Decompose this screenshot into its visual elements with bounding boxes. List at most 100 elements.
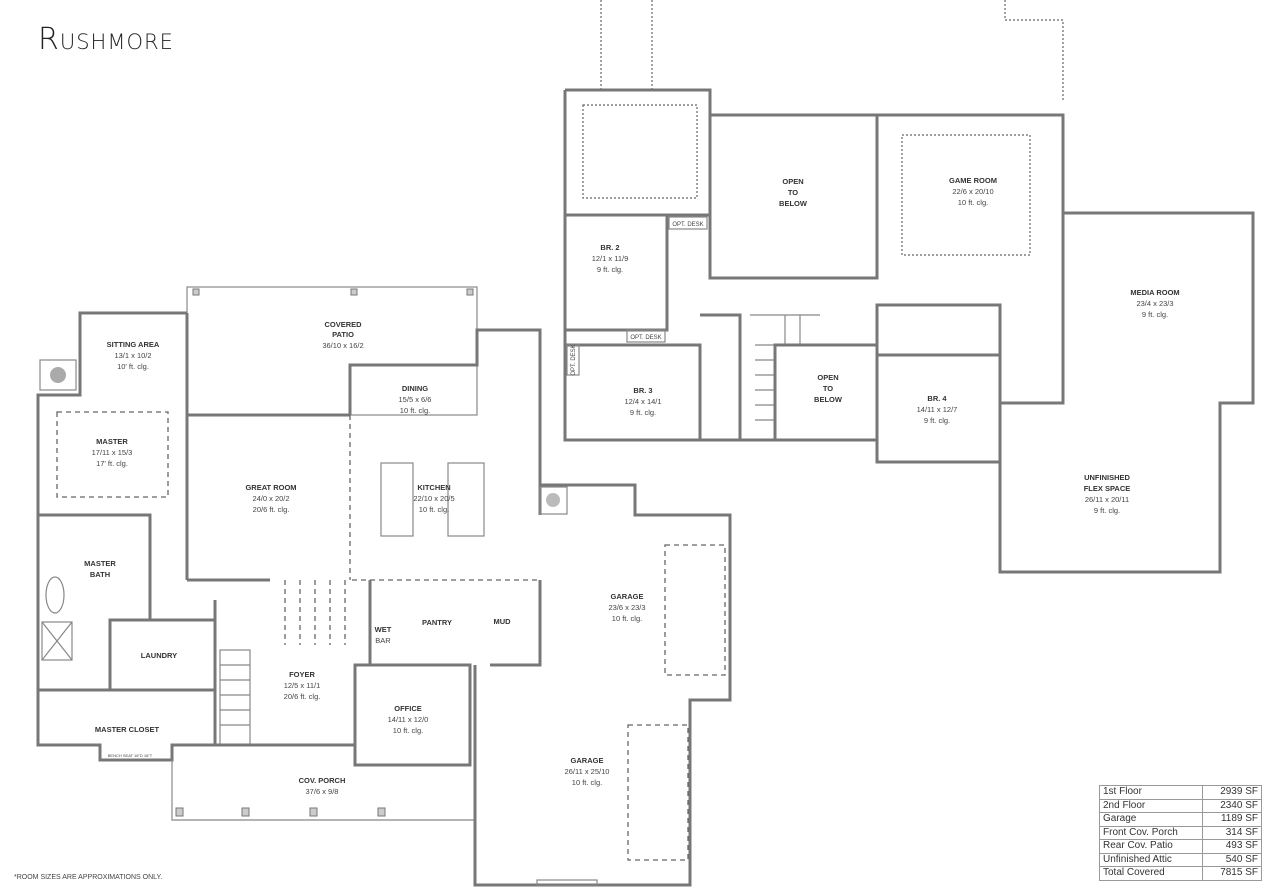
svg-text:37/6 x 9/8: 37/6 x 9/8	[306, 787, 339, 796]
svg-text:DINING: DINING	[402, 384, 428, 393]
svg-text:BR. 2: BR. 2	[600, 243, 619, 252]
opt-desk-label: OPT. DESK	[571, 344, 577, 375]
room-game-room: GAME ROOM 22/6 x 20/10 10 ft. clg.	[949, 176, 997, 207]
svg-text:10 ft. clg.: 10 ft. clg.	[400, 406, 430, 415]
svg-text:23/4 x 23/3: 23/4 x 23/3	[1136, 299, 1173, 308]
svg-text:GAME ROOM: GAME ROOM	[949, 176, 997, 185]
svg-text:LAUNDRY: LAUNDRY	[141, 651, 177, 660]
svg-text:SITTING AREA: SITTING AREA	[107, 340, 160, 349]
svg-text:17/11 x 15/3: 17/11 x 15/3	[92, 448, 133, 457]
svg-text:KITCHEN: KITCHEN	[417, 483, 450, 492]
svg-text:GREAT ROOM: GREAT ROOM	[245, 483, 296, 492]
svg-text:20/6 ft. clg.: 20/6 ft. clg.	[284, 692, 321, 701]
svg-text:PATIO: PATIO	[332, 330, 354, 339]
svg-text:9 ft. clg.: 9 ft. clg.	[1094, 506, 1120, 515]
svg-text:BR. 3: BR. 3	[633, 386, 652, 395]
svg-text:TO: TO	[823, 384, 833, 393]
svg-text:9 ft. clg.: 9 ft. clg.	[924, 416, 950, 425]
svg-text:12/1 x 11/9: 12/1 x 11/9	[592, 254, 629, 263]
room-dining: DINING 15/5 x 6/6 10 ft. clg.	[399, 384, 432, 415]
svg-text:9 ft. clg.: 9 ft. clg.	[630, 408, 656, 417]
svg-text:10 ft. clg.: 10 ft. clg.	[958, 198, 988, 207]
svg-text:UNFINISHED: UNFINISHED	[1084, 473, 1130, 482]
first-floor-walls	[36, 286, 732, 887]
svg-text:10' ft. clg.: 10' ft. clg.	[117, 362, 149, 371]
svg-text:10 ft. clg.: 10 ft. clg.	[393, 726, 423, 735]
plan-title: Rushmore	[38, 22, 174, 57]
opt-desk-label: OPT. DESK	[672, 222, 703, 228]
room-garage-2: GARAGE 26/11 x 25/10 10 ft. clg.	[565, 756, 610, 787]
svg-text:9 ft. clg.: 9 ft. clg.	[597, 265, 623, 274]
svg-text:12/5 x 11/1: 12/5 x 11/1	[284, 681, 321, 690]
svg-text:GARAGE: GARAGE	[611, 592, 644, 601]
svg-text:10 ft. clg.: 10 ft. clg.	[419, 505, 449, 514]
second-floor-walls	[563, 0, 1255, 574]
svg-text:14/11 x 12/0: 14/11 x 12/0	[388, 715, 429, 724]
disclaimer-note: *ROOM SIZES ARE APPROXIMATIONS ONLY.	[14, 874, 163, 881]
svg-text:17' ft. clg.: 17' ft. clg.	[96, 459, 128, 468]
room-foyer: FOYER 12/5 x 11/1 20/6 ft. clg.	[284, 670, 321, 701]
svg-text:26/11 x 20/11: 26/11 x 20/11	[1085, 495, 1129, 504]
svg-text:BELOW: BELOW	[814, 395, 843, 404]
svg-text:COV. PORCH: COV. PORCH	[299, 776, 346, 785]
room-open-to-below-1: OPEN TO BELOW	[779, 177, 808, 208]
svg-text:WET: WET	[375, 625, 392, 634]
svg-text:13/1 x 10/2: 13/1 x 10/2	[114, 351, 151, 360]
room-media-room: MEDIA ROOM 23/4 x 23/3 9 ft. clg.	[1130, 288, 1179, 319]
svg-text:15/5 x 6/6: 15/5 x 6/6	[399, 395, 432, 404]
svg-text:10 ft. clg.: 10 ft. clg.	[612, 614, 642, 623]
svg-text:FOYER: FOYER	[289, 670, 315, 679]
svg-text:OPEN: OPEN	[782, 177, 803, 186]
room-open-to-below-2: OPEN TO BELOW	[814, 373, 843, 404]
room-pantry: PANTRY	[422, 618, 452, 627]
svg-text:26/11 x 25/10: 26/11 x 25/10	[565, 767, 610, 776]
room-br4: BR. 4 14/11 x 12/7 9 ft. clg.	[917, 394, 958, 425]
svg-text:BATH: BATH	[90, 570, 110, 579]
svg-text:MEDIA ROOM: MEDIA ROOM	[1130, 288, 1179, 297]
room-master-closet: MASTER CLOSET BENCH SEAT 18"D 18"T	[95, 725, 160, 758]
svg-text:36/10 x 16/2: 36/10 x 16/2	[322, 341, 363, 350]
room-br2: BR. 2 12/1 x 11/9 9 ft. clg.	[592, 243, 629, 274]
svg-text:GARAGE: GARAGE	[571, 756, 604, 765]
svg-text:BAR: BAR	[375, 636, 391, 645]
svg-text:22/10 x 20/5: 22/10 x 20/5	[413, 494, 454, 503]
room-sitting-area: SITTING AREA 13/1 x 10/2 10' ft. clg.	[107, 340, 160, 371]
svg-text:9 ft. clg.: 9 ft. clg.	[1142, 310, 1168, 319]
svg-text:MUD: MUD	[493, 617, 511, 626]
svg-text:TO: TO	[788, 188, 798, 197]
svg-text:10 ft. clg.: 10 ft. clg.	[572, 778, 602, 787]
svg-text:FLEX SPACE: FLEX SPACE	[1084, 484, 1131, 493]
room-kitchen: KITCHEN 22/10 x 20/5 10 ft. clg.	[413, 483, 454, 514]
svg-text:OFFICE: OFFICE	[394, 704, 422, 713]
svg-text:PANTRY: PANTRY	[422, 618, 452, 627]
room-cov-porch: COV. PORCH 37/6 x 9/8	[299, 776, 346, 796]
svg-text:BENCH SEAT 18"D 18"T: BENCH SEAT 18"D 18"T	[108, 753, 153, 758]
svg-text:OPEN: OPEN	[817, 373, 838, 382]
svg-text:COVERED: COVERED	[324, 320, 362, 329]
room-br3: BR. 312/4 x 14/19 ft. clg.	[624, 386, 661, 417]
opt-desk-label: OPT. DESK	[630, 335, 661, 341]
svg-text:BELOW: BELOW	[779, 199, 808, 208]
svg-text:BR. 4: BR. 4	[927, 394, 947, 403]
svg-text:23/6 x 23/3: 23/6 x 23/3	[608, 603, 645, 612]
svg-text:22/6 x 20/10: 22/6 x 20/10	[952, 187, 993, 196]
svg-text:24/0 x 20/2: 24/0 x 20/2	[252, 494, 289, 503]
room-office: OFFICE 14/11 x 12/0 10 ft. clg.	[388, 704, 429, 735]
svg-text:20/6 ft. clg.: 20/6 ft. clg.	[253, 505, 290, 514]
svg-text:14/11 x 12/7: 14/11 x 12/7	[917, 405, 958, 414]
room-garage-1: GARAGE 23/6 x 23/3 10 ft. clg.	[608, 592, 645, 623]
room-laundry: LAUNDRY	[141, 651, 177, 660]
svg-text:MASTER CLOSET: MASTER CLOSET	[95, 725, 160, 734]
room-mud: MUD	[493, 617, 511, 626]
room-great-room: GREAT ROOM 24/0 x 20/2 20/6 ft. clg.	[245, 483, 296, 514]
